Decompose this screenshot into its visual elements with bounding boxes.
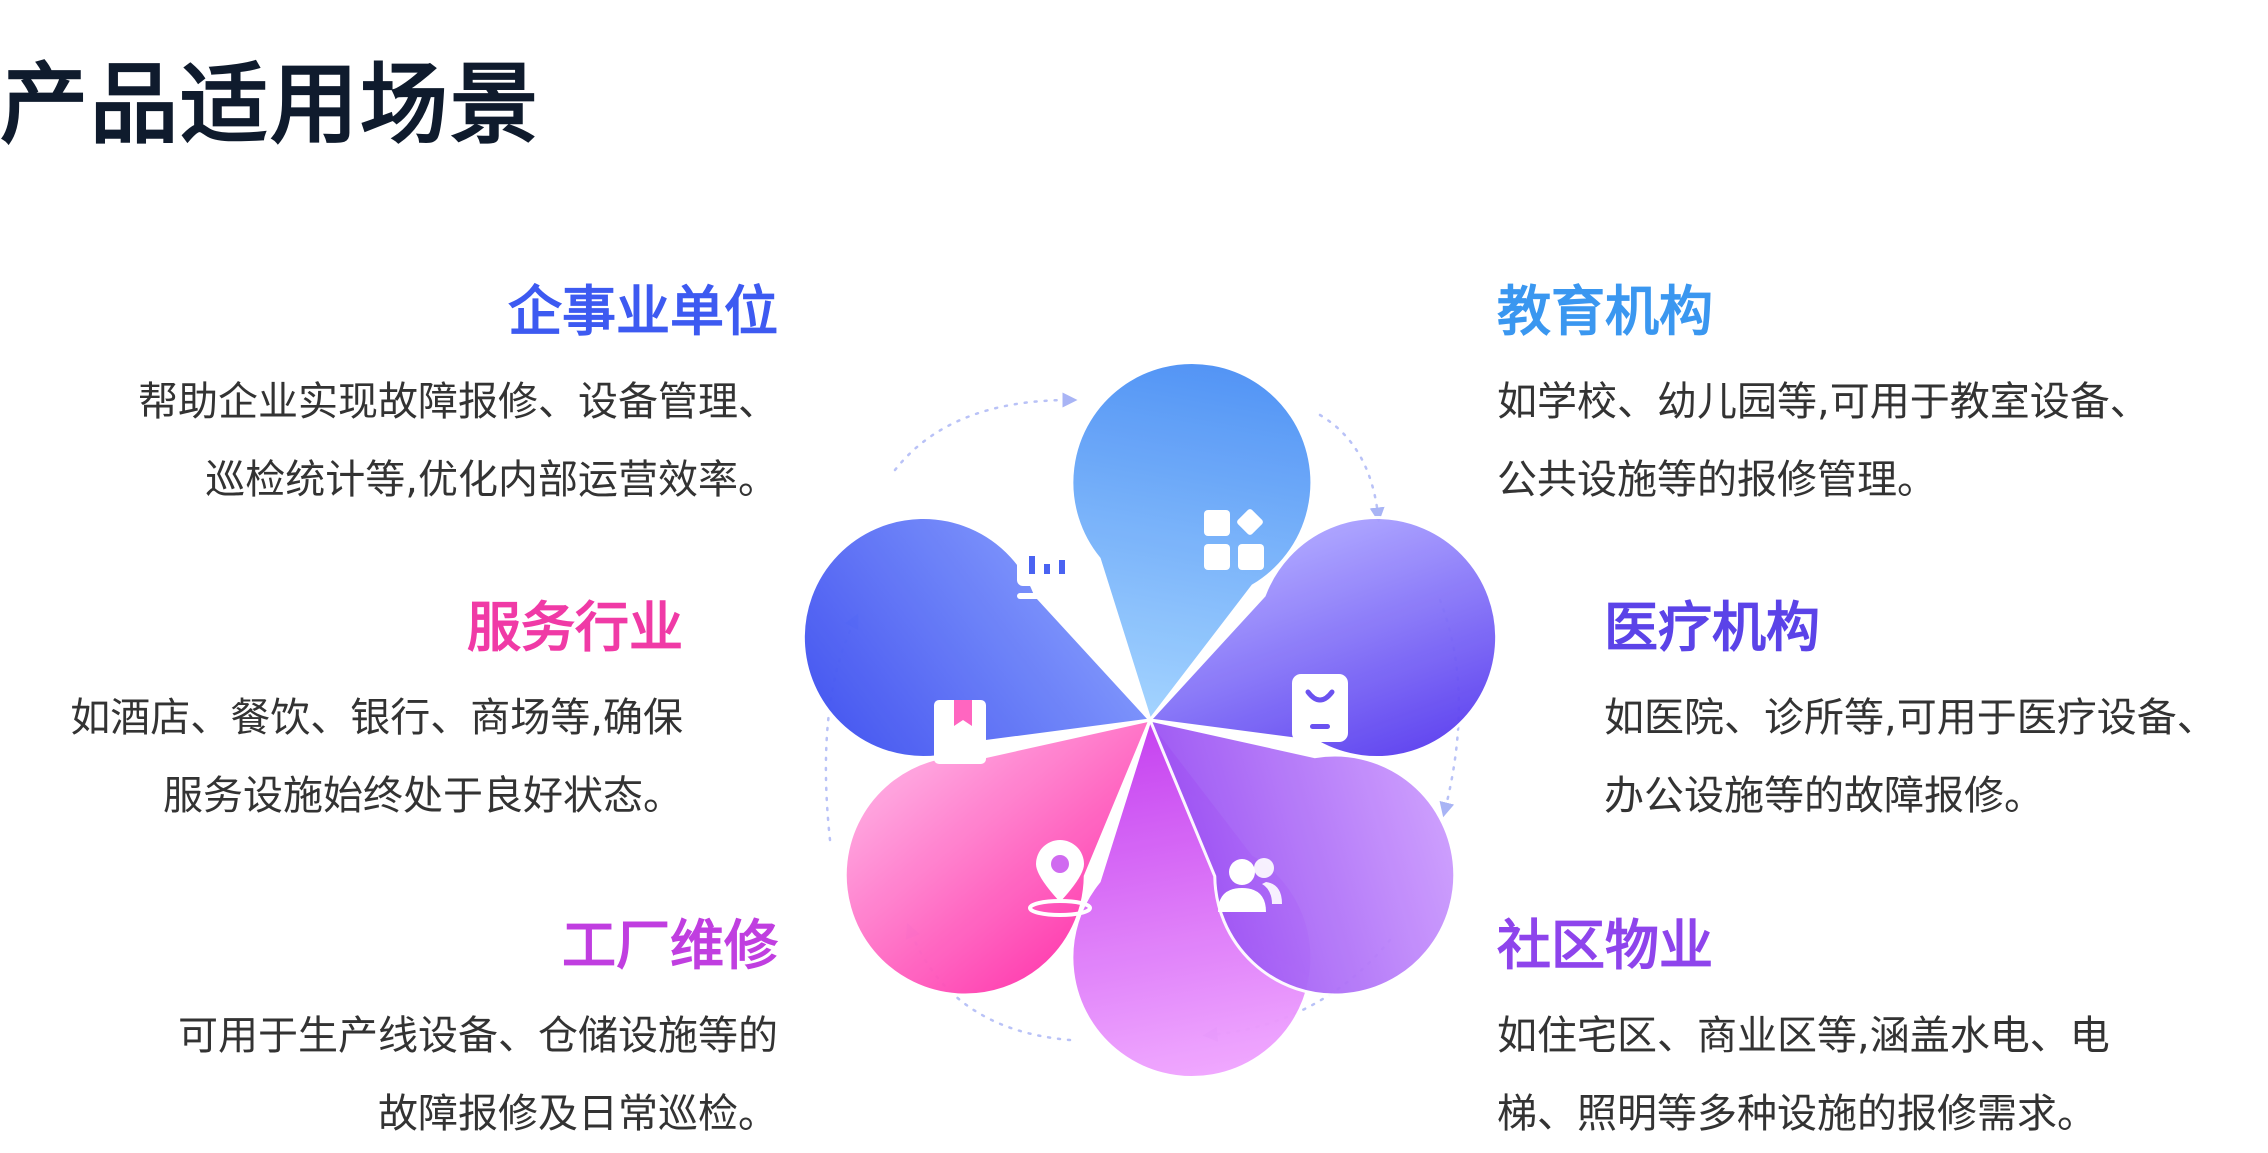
scenario-education: 教育机构 如学校、幼儿园等,可用于教室设备、 公共设施等的报修管理。: [1497, 280, 2150, 519]
petal-service: [843, 717, 1153, 997]
scenario-desc-line: 如酒店、餐饮、银行、商场等,确保: [70, 694, 683, 741]
scenario-desc-factory: 可用于生产线设备、仓储设施等的 故障报修及日常巡检。: [178, 997, 778, 1153]
location-pin-icon: [1028, 840, 1092, 917]
scenario-community: 社区物业 如住宅区、商业区等,涵盖水电、电 梯、照明等多种设施的报修需求。: [1497, 914, 2110, 1153]
scenario-title-factory: 工厂维修: [562, 914, 778, 977]
scenario-desc-line: 如医院、诊所等,可用于医疗设备、: [1604, 694, 2217, 741]
scenario-title-medical: 医疗机构: [1604, 596, 1820, 659]
petal-enterprise: [801, 516, 1154, 759]
apps-grid-icon: [1204, 509, 1264, 570]
scenario-factory: 工厂维修 可用于生产线设备、仓储设施等的 故障报修及日常巡检。: [178, 914, 778, 1153]
scenario-title-service: 服务行业: [467, 596, 683, 659]
scenario-medical: 医疗机构 如医院、诊所等,可用于医疗设备、 办公设施等的故障报修。: [1604, 596, 2217, 835]
page-title: 产品适用场景: [0, 53, 541, 156]
scenario-desc-line: 故障报修及日常巡检。: [378, 1090, 778, 1137]
monitor-icon: [1017, 542, 1077, 599]
orbit-arrow: [893, 392, 1078, 472]
scenario-desc-enterprise: 帮助企业实现故障报修、设备管理、 巡检统计等,优化内部运营效率。: [138, 363, 778, 519]
scenario-service: 服务行业 如酒店、餐饮、银行、商场等,确保 服务设施始终处于良好状态。: [70, 596, 683, 835]
scenario-desc-line: 如学校、幼儿园等,可用于教室设备、: [1497, 378, 2150, 425]
scenario-desc-line: 帮助企业实现故障报修、设备管理、: [138, 378, 778, 425]
scenario-flower-diagram: [801, 361, 1499, 1079]
orbit-arrow: [1318, 413, 1385, 523]
petal-community: [1147, 717, 1457, 997]
scenario-title-enterprise: 企事业单位: [508, 280, 778, 343]
scenario-desc-line: 如住宅区、商业区等,涵盖水电、电: [1497, 1012, 2110, 1059]
bookmark-book-icon: [934, 700, 986, 764]
users-icon: [1218, 858, 1282, 912]
scenario-desc-line: 梯、照明等多种设施的报修需求。: [1497, 1090, 2097, 1137]
scenario-desc-medical: 如医院、诊所等,可用于医疗设备、 办公设施等的故障报修。: [1604, 679, 2217, 835]
scenario-title-community: 社区物业: [1497, 914, 1713, 977]
tablet-icon: [1292, 674, 1348, 742]
scenario-desc-line: 服务设施始终处于良好状态。: [163, 772, 683, 819]
scenario-desc-line: 可用于生产线设备、仓储设施等的: [178, 1012, 778, 1059]
scenario-desc-education: 如学校、幼儿园等,可用于教室设备、 公共设施等的报修管理。: [1497, 363, 2150, 519]
petal-medical: [1146, 516, 1499, 759]
scenario-desc-community: 如住宅区、商业区等,涵盖水电、电 梯、照明等多种设施的报修需求。: [1497, 997, 2110, 1153]
scenario-desc-line: 办公设施等的故障报修。: [1604, 772, 2044, 819]
petal-education: [1070, 361, 1314, 724]
scenario-desc-service: 如酒店、餐饮、银行、商场等,确保 服务设施始终处于良好状态。: [70, 679, 683, 835]
scenario-desc-line: 巡检统计等,优化内部运营效率。: [205, 456, 778, 503]
scenario-title-education: 教育机构: [1497, 280, 1713, 343]
scenario-enterprise: 企事业单位 帮助企业实现故障报修、设备管理、 巡检统计等,优化内部运营效率。: [138, 280, 778, 519]
scenario-desc-line: 公共设施等的报修管理。: [1497, 456, 1937, 503]
